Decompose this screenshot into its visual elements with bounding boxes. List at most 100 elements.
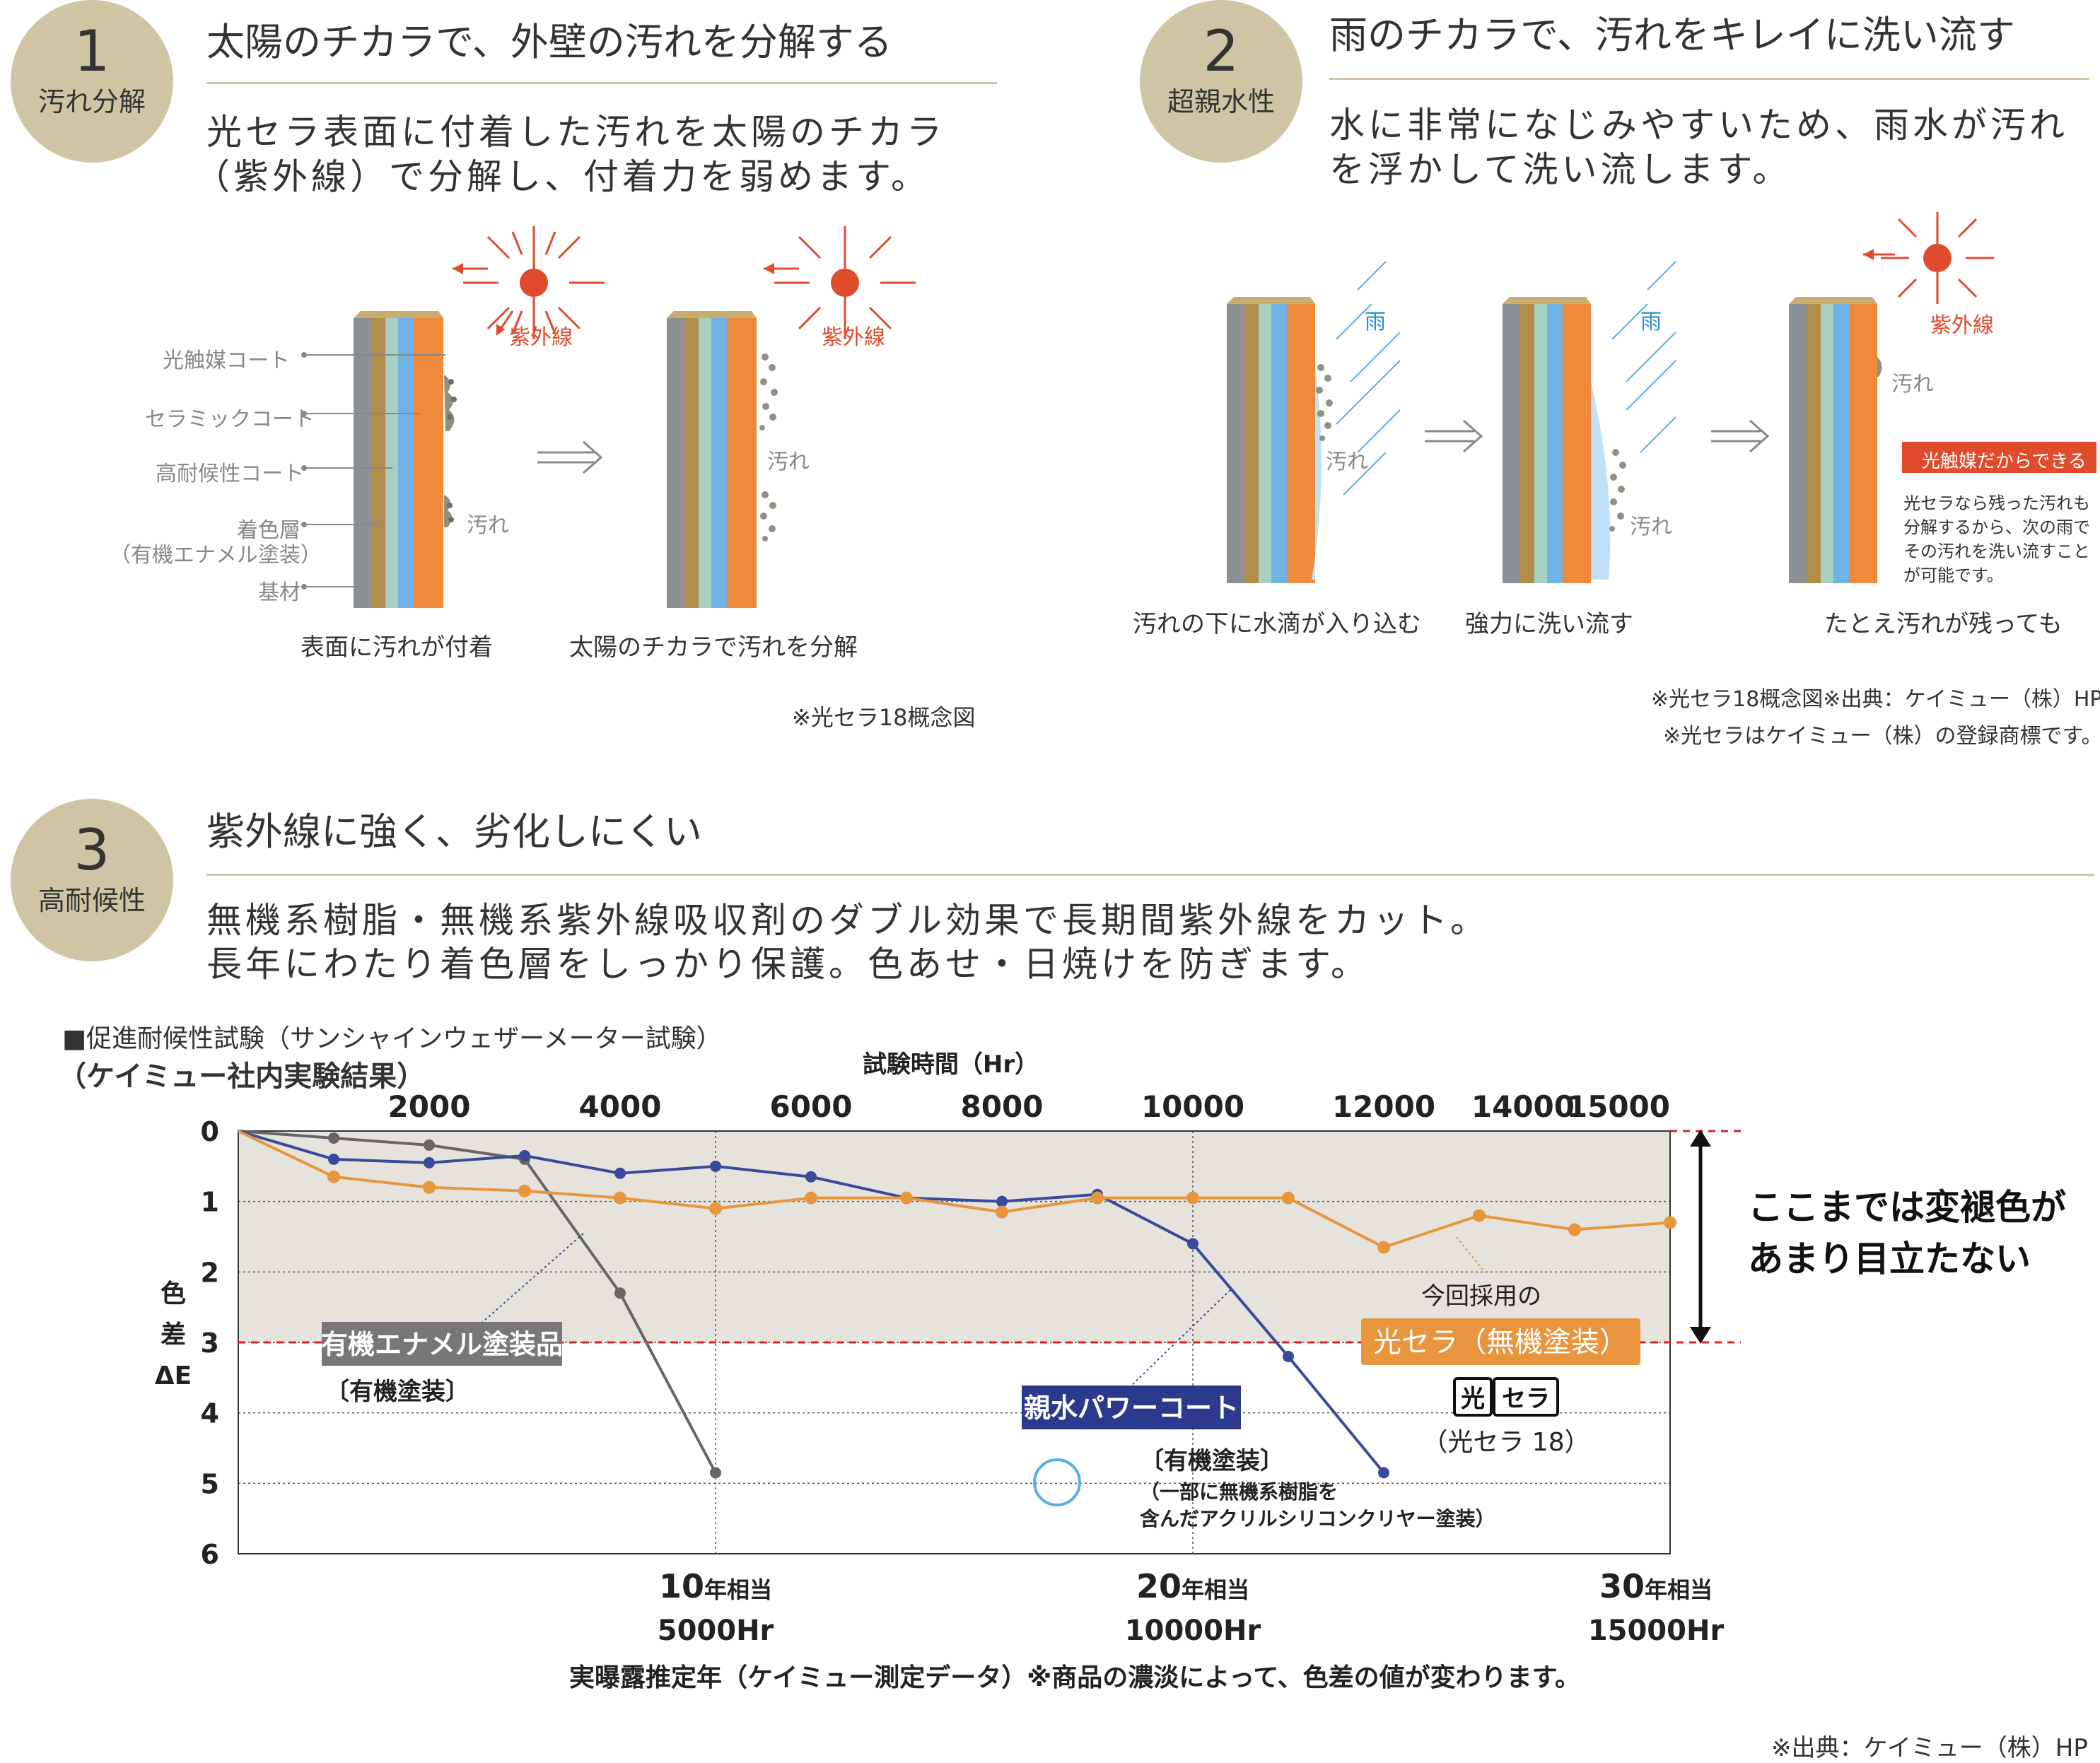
threshold-note-line2: あまり目立たない: [1748, 1238, 2031, 1279]
hydro-label: 親水パワーコート: [1024, 1393, 1239, 1424]
section2-badge-label: 超親水性: [1167, 86, 1275, 117]
series-point-2: [805, 1191, 817, 1205]
bottom-tick-hours: 5000Hr: [658, 1615, 774, 1647]
layer-label-weather: 高耐候性コート: [156, 462, 304, 486]
leader-enamel: [466, 1233, 584, 1337]
dirt-label-2c: 汚れ: [1891, 372, 1934, 397]
bottom-tick-years: 20年相当: [1136, 1567, 1249, 1605]
series-point-0: [328, 1132, 339, 1144]
series-point-1: [1378, 1467, 1389, 1479]
section3-number: 3: [74, 817, 110, 883]
series-point-2: [996, 1205, 1008, 1219]
panel-2a-layers: [1227, 297, 1315, 583]
x-tick-label: 8000: [961, 1089, 1044, 1124]
callout-line-1: 光セラなら残った汚れも: [1903, 493, 2090, 513]
section2-note-1: ※光セラ18概念図※出典：ケイミュー（株）HP: [1651, 687, 2100, 712]
series-point-2: [900, 1191, 913, 1205]
series-point-2: [1091, 1191, 1104, 1205]
section3-desc-line2: 長年にわたり着色層をしっかり保護。色あせ・日焼けを防ぎます。: [206, 944, 1370, 985]
chart-heading-1: ■促進耐候性試験（サンシャインウェザーメーター試験）: [62, 1024, 722, 1053]
section3-badge: 3 高耐候性: [11, 799, 173, 961]
dirt-label-b: 汚れ: [767, 450, 810, 474]
y-axis-label-part1: 色: [161, 1279, 186, 1308]
y-tick-label: 5: [201, 1468, 219, 1499]
series-point-2: [423, 1181, 436, 1194]
series-point-2: [518, 1184, 531, 1197]
hikari-pre: 今回採用の: [1421, 1282, 1541, 1311]
sun-core: [520, 269, 548, 297]
y-tick-label: 2: [201, 1257, 219, 1288]
panel-a-layers: [354, 311, 443, 608]
series-point-2: [327, 1170, 340, 1183]
range-arrow-head-top: [1690, 1130, 1711, 1147]
series-point-0: [614, 1287, 626, 1299]
series-point-0: [710, 1467, 721, 1479]
series-point-0: [424, 1139, 435, 1151]
enamel-label: 有機エナメル塗装品: [321, 1329, 563, 1360]
section2-caption-a: 汚れの下に水滴が入り込む: [1133, 610, 1421, 638]
hydro-sub2: （一部に無機系樹脂を: [1140, 1480, 1338, 1504]
section2-rule: [1329, 78, 2089, 80]
rain-label-a: 雨: [1365, 310, 1386, 334]
panel-b-layers: [667, 311, 757, 608]
double-arrow-icon-2b: [1711, 419, 1770, 453]
section2-caption-c: たとえ汚れが残っても: [1824, 610, 2063, 638]
hydro-sub: 〔有機塗装〕: [1140, 1447, 1284, 1475]
series-point-1: [805, 1171, 817, 1183]
section1-desc-line1: 光セラ表面に付着した汚れを太陽のチカラ: [206, 112, 945, 153]
series-point-2: [709, 1202, 722, 1215]
hikari-label-box: [1361, 1318, 1640, 1365]
layer-label-color: 着色層: [237, 518, 301, 543]
section1-desc-line2: （紫外線）で分解し、付着力を弱めます。: [194, 156, 930, 197]
series-point-2: [1473, 1209, 1486, 1222]
section2-title: 雨のチカラで、汚れをキレイに洗い流す: [1329, 13, 2015, 57]
rain-lines-a: [1336, 261, 1401, 496]
x-axis-label: 試験時間（Hr）: [863, 1050, 1039, 1079]
x-tick-label: 6000: [770, 1089, 853, 1124]
hydro-label-box: [1022, 1386, 1241, 1429]
bottom-caption: 実曝露推定年（ケイミュー測定データ）※商品の濃淡によって、色差の値が変わります。: [569, 1663, 1580, 1692]
y-tick-label: 4: [201, 1398, 219, 1429]
x-tick-label: 12000: [1332, 1089, 1435, 1124]
section1-caption-b: 太陽のチカラで汚れを分解: [569, 633, 858, 662]
series-point-1: [328, 1153, 339, 1165]
callout-line-4: が可能です。: [1903, 566, 2004, 585]
bottom-tick-years: 10年相当: [659, 1567, 772, 1605]
section3-rule: [206, 874, 2094, 876]
x-tick-label: 14000: [1471, 1089, 1575, 1124]
double-arrow-icon-2a: [1425, 419, 1483, 453]
series-line-2: [238, 1130, 1671, 1249]
series-point-1: [1283, 1350, 1294, 1362]
y-axis-label-part3: ΔE: [155, 1361, 192, 1390]
chart-heading-2: （ケイミュー社内実験結果）: [58, 1060, 426, 1093]
series-point-1: [614, 1167, 626, 1179]
x-tick-label: 10000: [1141, 1089, 1244, 1124]
hydro-sub3: 含んだアクリルシリコンクリヤー塗装）: [1140, 1507, 1495, 1530]
enamel-sub: 〔有機塗装〕: [325, 1378, 469, 1406]
series-point-1: [519, 1149, 530, 1161]
rain-label-b: 雨: [1640, 310, 1662, 334]
series-point-1: [996, 1195, 1008, 1207]
y-tick-label: 3: [201, 1328, 219, 1359]
section2-note-2: ※光セラはケイミュー（株）の登録商標です。: [1663, 724, 2100, 749]
bottom-tick-hours: 15000Hr: [1588, 1615, 1725, 1647]
section2-desc-line1: 水に非常になじみやすいため、雨水が汚れ: [1329, 105, 2068, 146]
series-point-2: [1377, 1241, 1390, 1254]
uv-label-a: 紫外線: [509, 325, 573, 350]
source-note: ※出典：ケイミュー（株）HP: [1771, 1734, 2088, 1762]
callout-line-2: 分解するから、次の雨で: [1903, 517, 2090, 537]
y-axis-label-part2: 差: [161, 1320, 186, 1349]
series-point-2: [1186, 1191, 1199, 1205]
dirt-label-2a: 汚れ: [1326, 450, 1368, 474]
dirt-label-a: 汚れ: [467, 513, 509, 538]
sun-icon: [463, 226, 605, 339]
section1-rule: [206, 82, 997, 84]
hikari-label: 光セラ（無機塗装）: [1373, 1326, 1628, 1359]
hydro-logo-icon: [1033, 1458, 1081, 1506]
series-point-2: [1664, 1216, 1676, 1229]
section3-desc-line1: 無機系樹脂・無機系紫外線吸収剤のダブル効果で長期間紫外線をカット。: [206, 900, 1489, 941]
series-point-1: [424, 1156, 435, 1168]
sun-icon-2: [1881, 212, 1994, 304]
panel-a-dirt-upper: [444, 375, 457, 431]
